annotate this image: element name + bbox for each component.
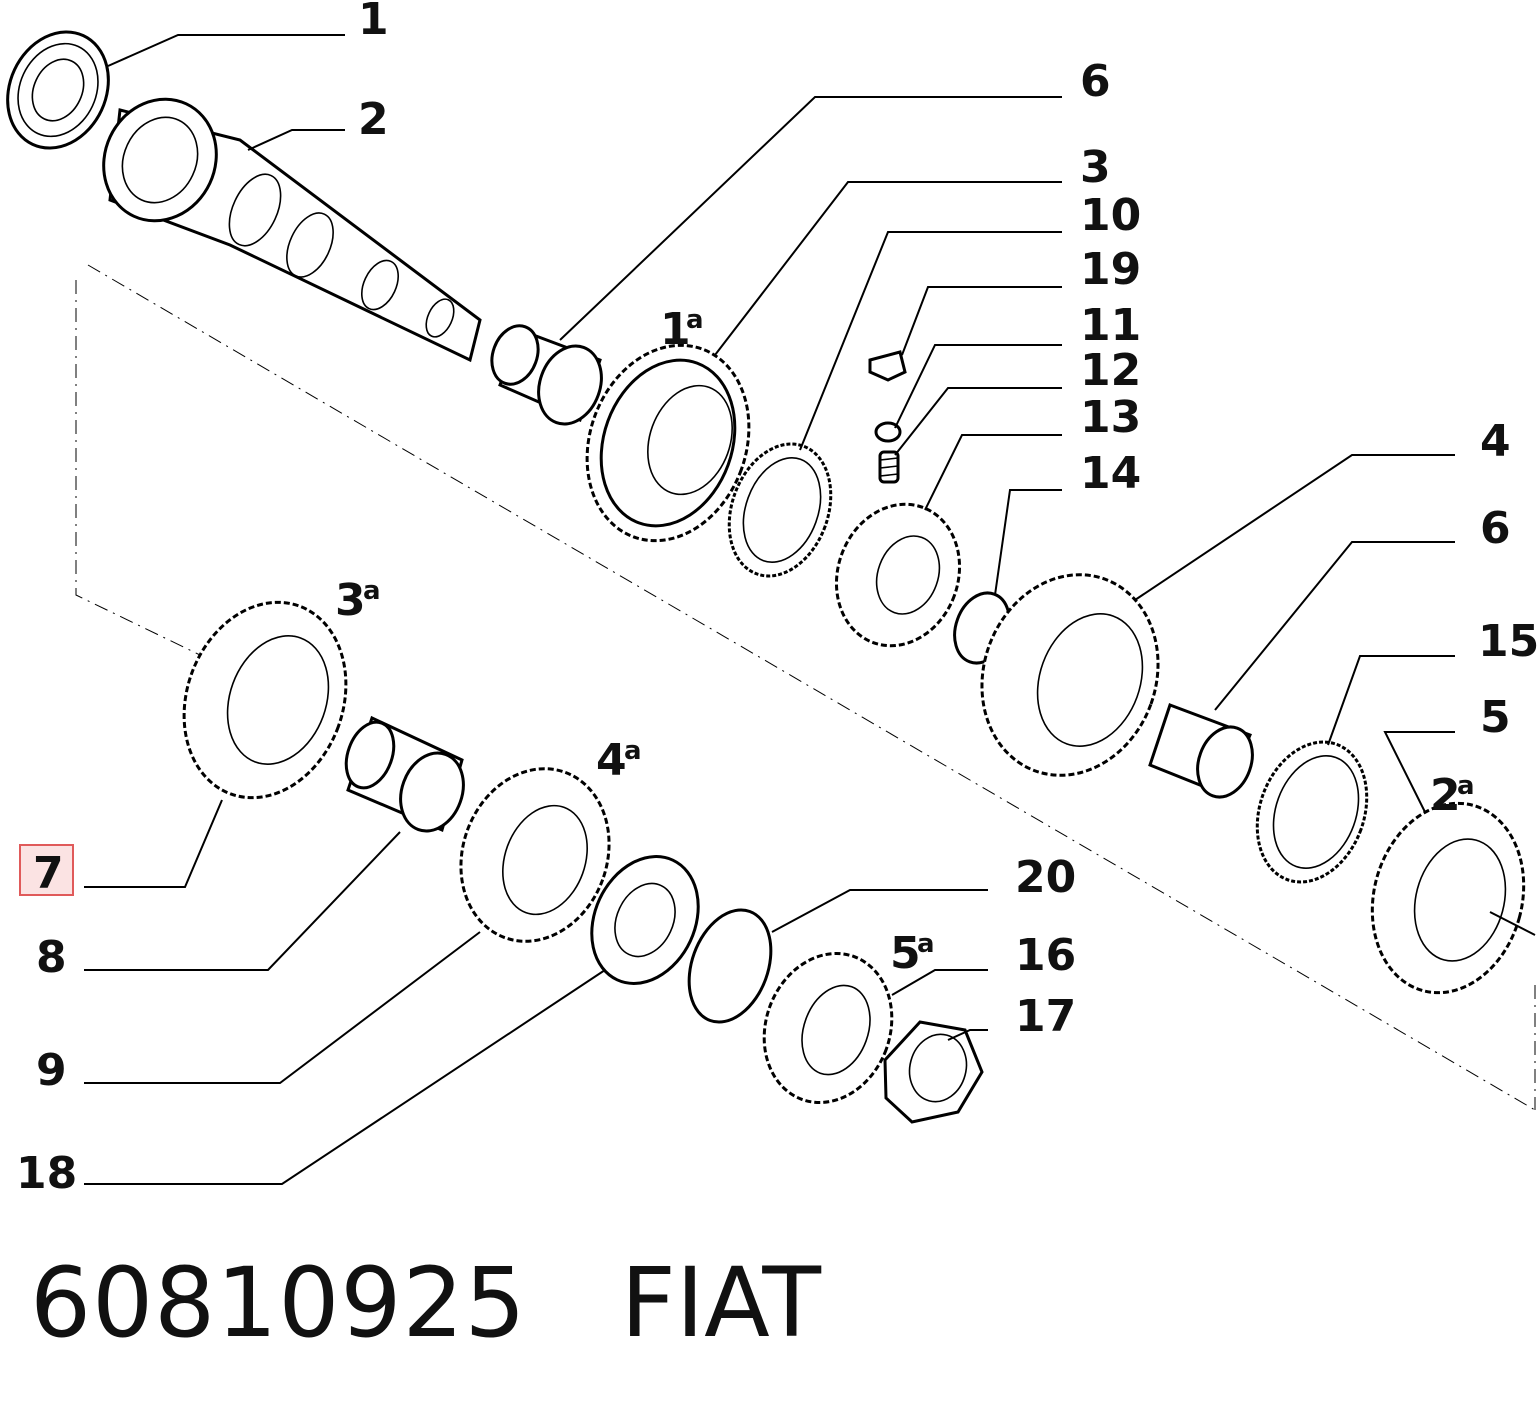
callout-13[interactable]: 13 <box>1080 392 1141 443</box>
callout-10[interactable]: 10 <box>1080 190 1141 241</box>
callout-4[interactable]: 4 <box>1480 416 1511 467</box>
part-ring-20 <box>687 908 773 1024</box>
callout-1[interactable]: 1 <box>358 0 389 45</box>
assembly-axis-lines <box>75 264 1536 1111</box>
brand-name: FIAT <box>620 1247 822 1359</box>
callout-4a-sup: a <box>624 736 642 766</box>
part-synchro-ring-15 <box>1255 740 1369 884</box>
part-gear-4a <box>459 767 611 943</box>
leader-lines <box>84 34 1536 1185</box>
part-key-19 <box>868 350 907 382</box>
callout-3[interactable]: 3 <box>1080 142 1111 193</box>
part-gear-3a <box>182 600 348 800</box>
callout-14[interactable]: 14 <box>1080 448 1141 499</box>
part-synchro-ring-3 <box>727 442 833 578</box>
callout-19[interactable]: 19 <box>1080 244 1141 295</box>
callout-5a[interactable]: 5 <box>890 928 921 979</box>
callout-6-top[interactable]: 6 <box>1080 56 1111 107</box>
callout-7[interactable]: 7 <box>33 848 64 899</box>
callout-1a-sup: a <box>686 305 704 335</box>
part-synchro-hub-13 <box>834 502 962 648</box>
callout-6-bottom[interactable]: 6 <box>1480 503 1511 554</box>
callout-16[interactable]: 16 <box>1015 930 1076 981</box>
part-gear-1a <box>585 343 751 543</box>
part-bushing-8 <box>344 715 465 833</box>
callout-3a[interactable]: 3 <box>335 575 366 626</box>
callout-5[interactable]: 5 <box>1480 692 1511 743</box>
callout-20[interactable]: 20 <box>1015 852 1076 903</box>
part-bearing-18 <box>590 855 700 985</box>
callout-4a[interactable]: 4 <box>596 735 627 786</box>
callout-17[interactable]: 17 <box>1015 991 1076 1042</box>
callout-8[interactable]: 8 <box>36 932 67 983</box>
part-spring-12 <box>878 450 900 484</box>
callout-3a-sup: a <box>363 576 381 606</box>
part-ball-11 <box>874 421 902 443</box>
part-needle-bearing-6-bottom <box>1148 703 1254 799</box>
callout-12[interactable]: 12 <box>1080 345 1141 396</box>
callout-11[interactable]: 11 <box>1080 300 1141 351</box>
part-bearing-1 <box>6 30 110 150</box>
callout-15[interactable]: 15 <box>1478 616 1539 667</box>
callout-2a[interactable]: 2 <box>1430 770 1461 821</box>
part-nut-17 <box>883 1020 984 1124</box>
callout-9[interactable]: 9 <box>36 1045 67 1096</box>
callout-1a[interactable]: 1 <box>660 304 691 355</box>
part-gear-2a <box>1370 801 1526 995</box>
callout-5a-sup: a <box>917 929 935 959</box>
part-main-shaft-2 <box>102 97 482 363</box>
callout-2a-sup: a <box>1457 771 1475 801</box>
highlight-box-callout-7 <box>19 844 74 896</box>
part-sleeve-4 <box>980 573 1160 777</box>
part-needle-bearing-6-top <box>490 324 603 426</box>
callout-labels: 1 2 6 3 10 19 11 12 13 14 4 6 15 5 1 a 3… <box>16 0 1539 1199</box>
callout-2[interactable]: 2 <box>358 94 389 145</box>
footer: 60810925 FIAT <box>30 1247 822 1359</box>
part-number: 60810925 <box>30 1247 527 1359</box>
callout-18[interactable]: 18 <box>16 1148 77 1199</box>
part-gear-5a <box>762 952 894 1104</box>
